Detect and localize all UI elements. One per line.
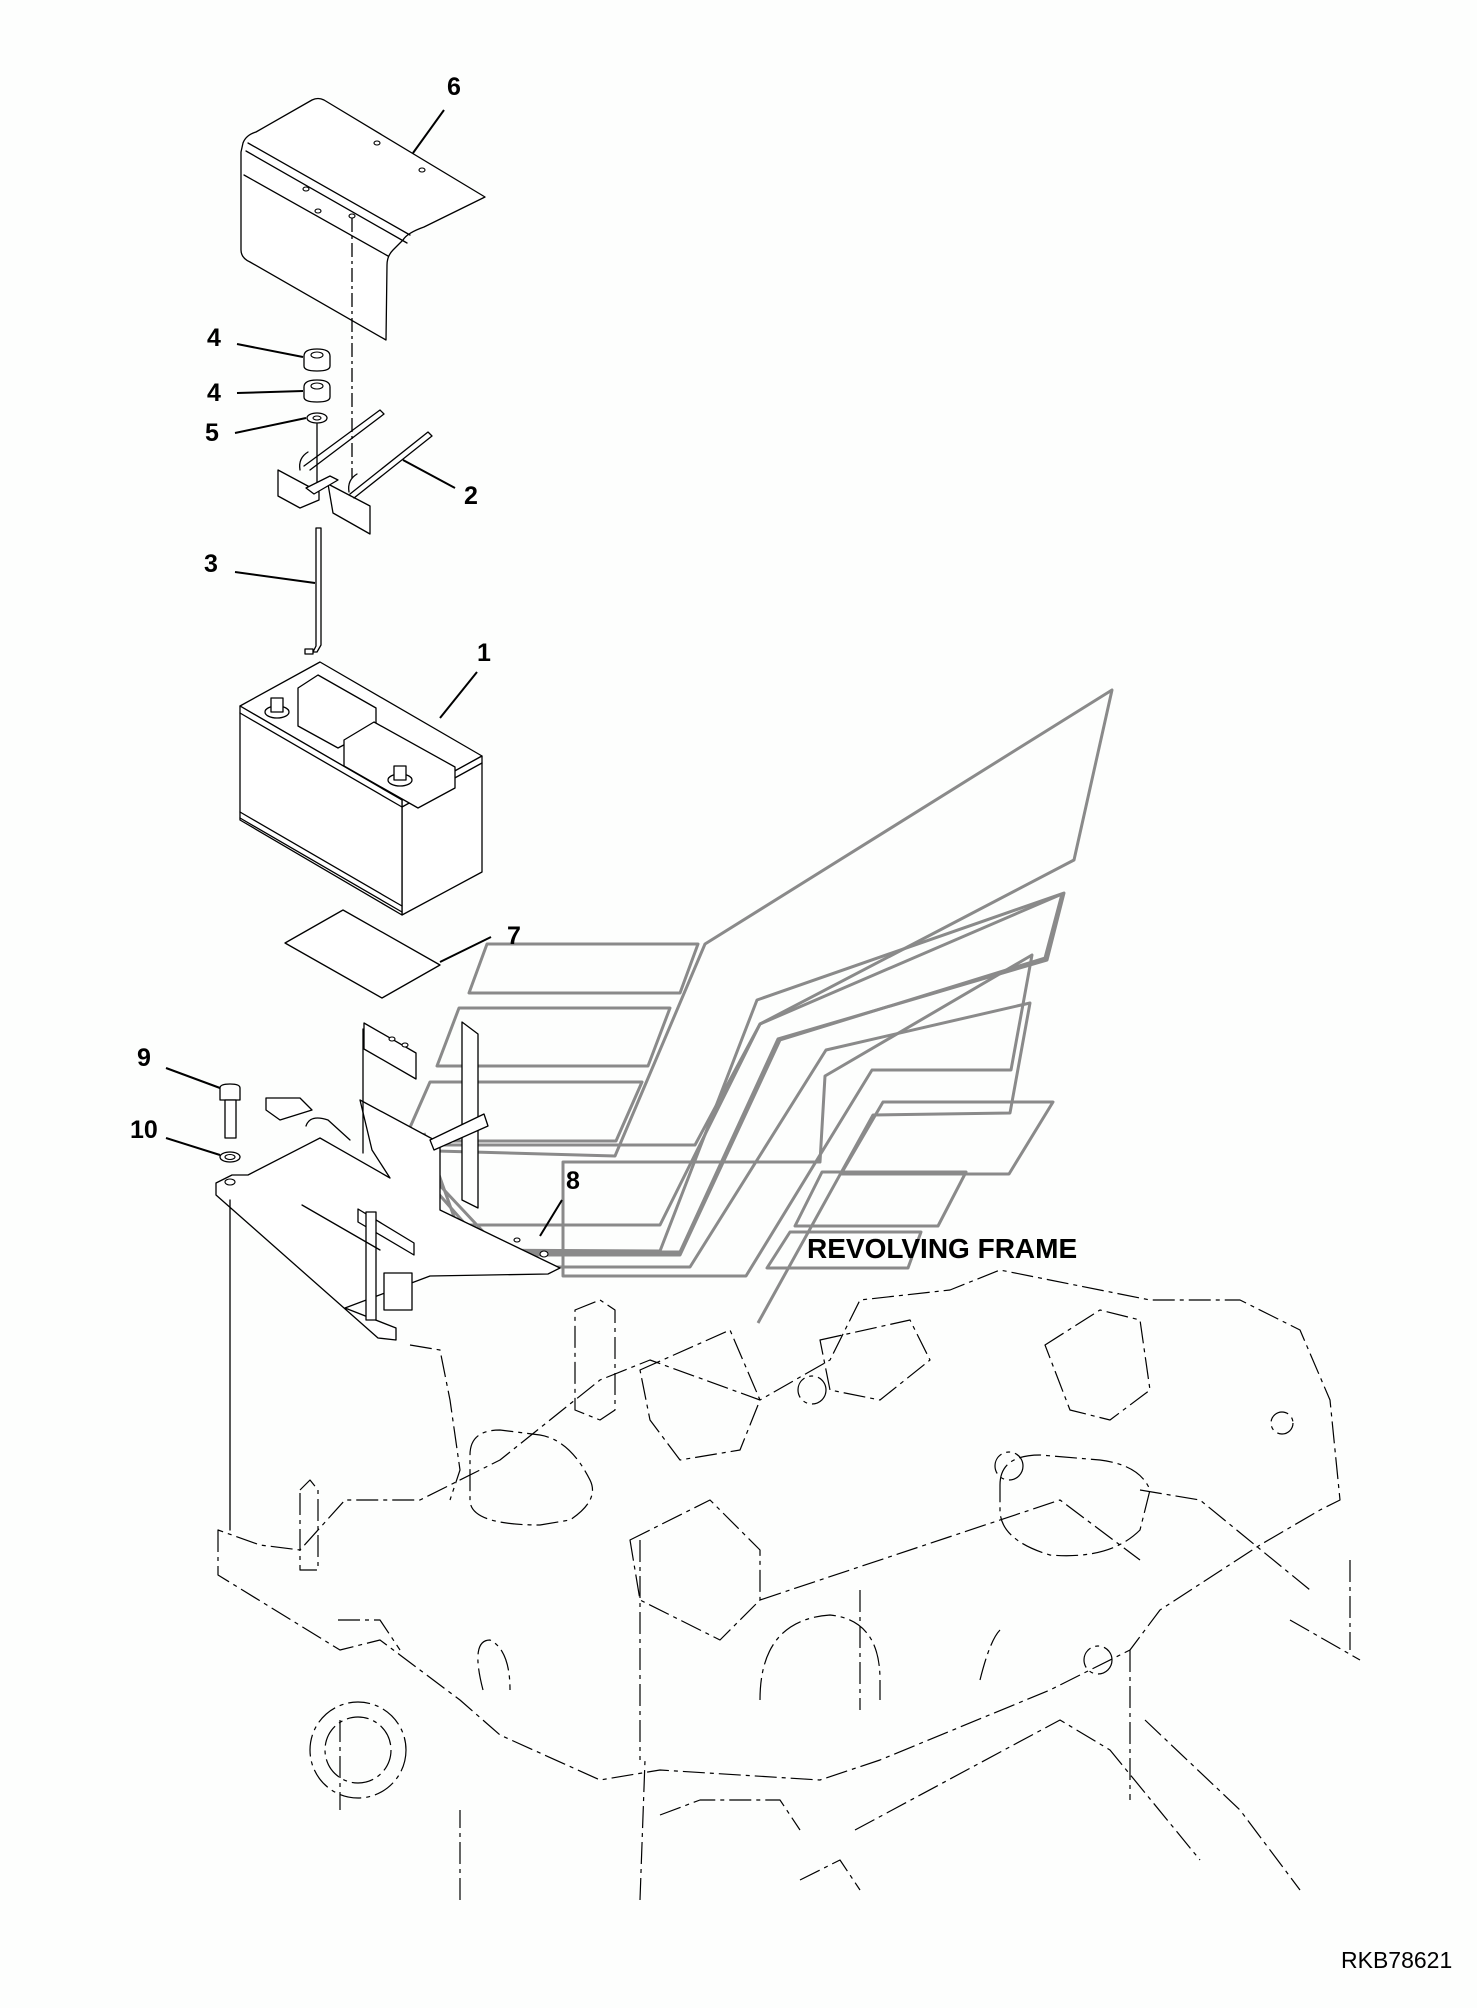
- battery-part[interactable]: [239, 661, 483, 916]
- callout-5: 5: [205, 419, 219, 447]
- callout-6: 6: [447, 73, 461, 101]
- watermark-band: [793, 1170, 968, 1228]
- callout-8: 8: [566, 1167, 580, 1195]
- washer-part[interactable]: [306, 412, 328, 424]
- callout-7: 7: [507, 922, 521, 950]
- battery-mount-bracket-part[interactable]: [215, 1021, 561, 1341]
- watermark-band: [765, 1230, 923, 1270]
- callout-10: 10: [130, 1116, 158, 1144]
- callout-9: 9: [137, 1044, 151, 1072]
- drawing-code: RKB78621: [1341, 1947, 1452, 1973]
- j-bolt-rod-part[interactable]: [304, 527, 322, 655]
- watermark-band: [402, 1080, 644, 1143]
- callout-4-lower: 4: [207, 379, 221, 407]
- watermark-logo: [398, 688, 1114, 1324]
- watermark-band: [467, 942, 700, 995]
- callout-2: 2: [464, 482, 478, 510]
- nut-part[interactable]: [303, 348, 331, 372]
- revolving-frame[interactable]: [217, 1269, 1361, 1901]
- callout-1: 1: [477, 639, 491, 667]
- callout-4-upper: 4: [207, 324, 221, 352]
- battery-mat-part[interactable]: [284, 909, 441, 999]
- assembly-label: REVOLVING FRAME: [807, 1233, 1077, 1264]
- watermark-band: [839, 1100, 1055, 1176]
- watermark-band: [435, 1006, 672, 1068]
- nut-part[interactable]: [303, 379, 331, 403]
- bolt-part[interactable]: [219, 1083, 241, 1139]
- callout-3: 3: [204, 550, 218, 578]
- watermark-chevron: [398, 688, 1114, 1227]
- watermark-chevron: [561, 953, 1034, 1278]
- leader-lines: [165, 109, 563, 1237]
- washer-part[interactable]: [219, 1151, 241, 1163]
- hold-down-bracket-part[interactable]: [277, 409, 433, 535]
- battery-cover-part[interactable]: [240, 97, 486, 341]
